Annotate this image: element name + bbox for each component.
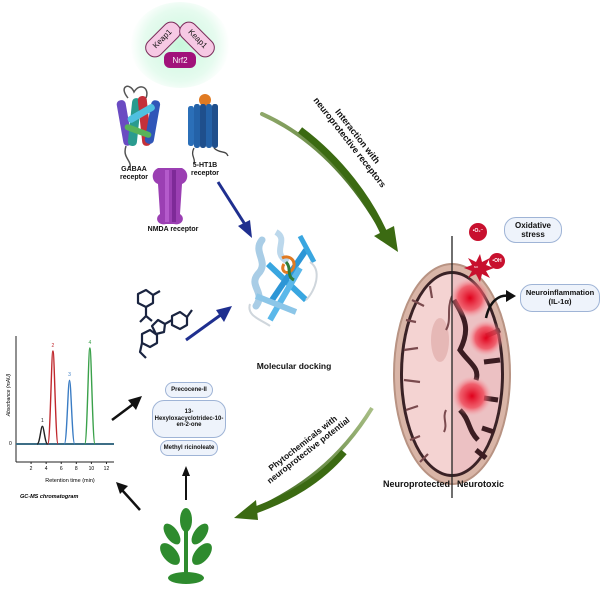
radical-o2-icon bbox=[469, 223, 487, 241]
chart-x-tick-label: 6 bbox=[59, 466, 63, 472]
chart-x-tick-label: 2 bbox=[29, 466, 33, 472]
nrf2-label: Nrf2 bbox=[172, 55, 188, 65]
molecular-docking-label: Molecular docking bbox=[256, 361, 332, 371]
black-arrow-plant-to-chromatogram bbox=[116, 482, 141, 511]
compound-box-precocene: Precocene-II bbox=[165, 382, 213, 398]
oxidative-stress-box: Oxidative stress bbox=[504, 217, 562, 243]
neurotoxic-label: Neurotoxic bbox=[457, 479, 505, 489]
chart-x-label: Retention time (min) bbox=[45, 478, 95, 484]
chart-x-tick-label: 10 bbox=[88, 466, 95, 472]
chromatogram-peak-4 bbox=[83, 347, 96, 445]
black-arrow-plant-to-compounds bbox=[182, 466, 190, 500]
chromatogram-peak-label: 4 bbox=[88, 339, 92, 346]
compound-label: Methyl ricinoleate bbox=[163, 444, 215, 451]
black-arrow-chromatogram-to-compounds bbox=[111, 396, 142, 421]
compound-label: 13- Hexyloxacyclotridec-10- en-2-one bbox=[154, 408, 224, 429]
chart-x-tick-label: 4 bbox=[44, 466, 48, 472]
radical-oh-icon bbox=[489, 253, 505, 269]
compound-box-methyl-ricinoleate: Methyl ricinoleate bbox=[160, 440, 218, 456]
radical-no-icon bbox=[464, 254, 494, 282]
radical-oh-label: •OH bbox=[492, 258, 502, 264]
ht1b-receptor-icon bbox=[188, 94, 229, 165]
docking-protein-icon bbox=[248, 229, 318, 327]
chromatogram-peak-label: 3 bbox=[68, 372, 71, 379]
green-arrow-receptors-to-brain bbox=[260, 112, 398, 252]
brain-cross-section bbox=[393, 236, 511, 498]
ht1b-receptor-label: 5-HT1B receptor bbox=[190, 162, 219, 177]
blue-arrow-ligands-to-docking bbox=[185, 306, 232, 342]
gabaa-receptor-icon bbox=[116, 85, 161, 169]
blue-arrow-receptors-to-docking bbox=[216, 181, 252, 238]
compound-label: Precocene-II bbox=[171, 386, 207, 393]
radical-o2-label: •O₂⁻ bbox=[472, 228, 484, 234]
neuroinflammation-arrow bbox=[484, 290, 516, 319]
chart-y-label: Absorbance (mAU) bbox=[6, 373, 12, 417]
chart-y-tick-0: 0 bbox=[9, 441, 12, 447]
plant-icon bbox=[160, 508, 212, 584]
nrf2-pill: Nrf2 bbox=[164, 52, 196, 68]
neuroinflammation-label: Neuroinflammation (IL-1α) bbox=[525, 288, 595, 306]
neuroprotected-label: Neuroprotected bbox=[382, 479, 450, 489]
gcms-chromatogram-chart bbox=[15, 336, 114, 464]
chromatogram-peak-2 bbox=[47, 350, 59, 445]
compound-box-hexyloxacyclotridecenone: 13- Hexyloxacyclotridec-10- en-2-one bbox=[152, 400, 226, 438]
brain-left-neuroprotected bbox=[403, 274, 452, 474]
chart-x-tick-label: 12 bbox=[103, 466, 110, 472]
chromatogram-peak-3 bbox=[63, 379, 76, 445]
nmda-receptor-icon bbox=[152, 168, 188, 225]
brain-right-neurotoxic bbox=[452, 274, 504, 474]
radical-no-label: NO bbox=[473, 265, 479, 269]
oxidative-stress-label: Oxidative stress bbox=[514, 220, 551, 239]
chart-x-tick-label: 8 bbox=[74, 466, 78, 472]
nrf2-keap1-complex: Keap1 Keap1 Nrf2 bbox=[120, 0, 240, 90]
chromatogram-peak-label: 1 bbox=[40, 418, 44, 425]
ligand-structures-icon bbox=[136, 288, 193, 359]
nmda-receptor-label: NMDA receptor bbox=[147, 226, 199, 233]
green-arrow-plant-to-brain bbox=[234, 406, 374, 520]
chart-title: GC-MS chromatogram bbox=[20, 494, 79, 500]
chromatogram-peak-label: 2 bbox=[51, 342, 55, 349]
gabaa-receptor-label: GABAA receptor bbox=[119, 166, 148, 181]
chromatogram-peak-1 bbox=[36, 425, 49, 445]
neuroinflammation-box: Neuroinflammation (IL-1α) bbox=[520, 284, 600, 312]
